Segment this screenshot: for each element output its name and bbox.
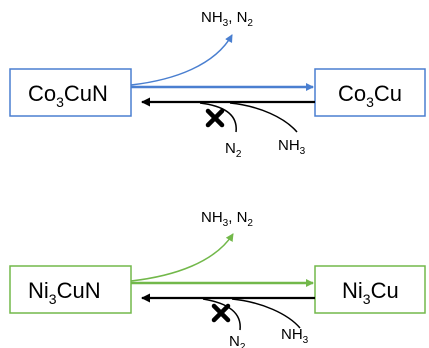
top-product-release-arrow	[130, 34, 233, 86]
bottom-left-box	[9, 265, 132, 314]
top-right-box	[314, 68, 426, 117]
top-panel: NH3, N2 Co3CuN Co3Cu N2 NH3	[9, 9, 426, 160]
bottom-right-box	[314, 265, 426, 314]
bottom-right-compound: Ni3Cu	[342, 278, 399, 307]
x-cross-icon	[211, 303, 231, 323]
x-cross-icon	[205, 108, 225, 128]
top-n2-feed-curve	[199, 102, 237, 133]
bottom-product-release-arrow	[130, 233, 234, 282]
top-left-box	[9, 68, 132, 117]
bottom-products-label: NH3, N2	[201, 209, 253, 229]
bottom-left-compound: Ni3CuN	[28, 278, 101, 307]
bottom-nh3-feed-curve	[231, 298, 301, 329]
top-nh3-feed-curve	[229, 102, 298, 133]
top-right-compound: Co3Cu	[338, 81, 402, 110]
top-nh3-label: NH3	[278, 137, 306, 157]
bottom-n2-label: N2	[229, 333, 246, 348]
bottom-n2-feed-curve	[202, 298, 241, 331]
top-left-compound: Co3CuN	[28, 81, 108, 110]
bottom-panel: NH3, N2 Ni3CuN Ni3Cu N2 NH3	[9, 209, 426, 348]
bottom-nh3-label: NH3	[281, 326, 309, 346]
top-products-label: NH3, N2	[201, 9, 253, 29]
top-n2-label: N2	[225, 140, 242, 160]
